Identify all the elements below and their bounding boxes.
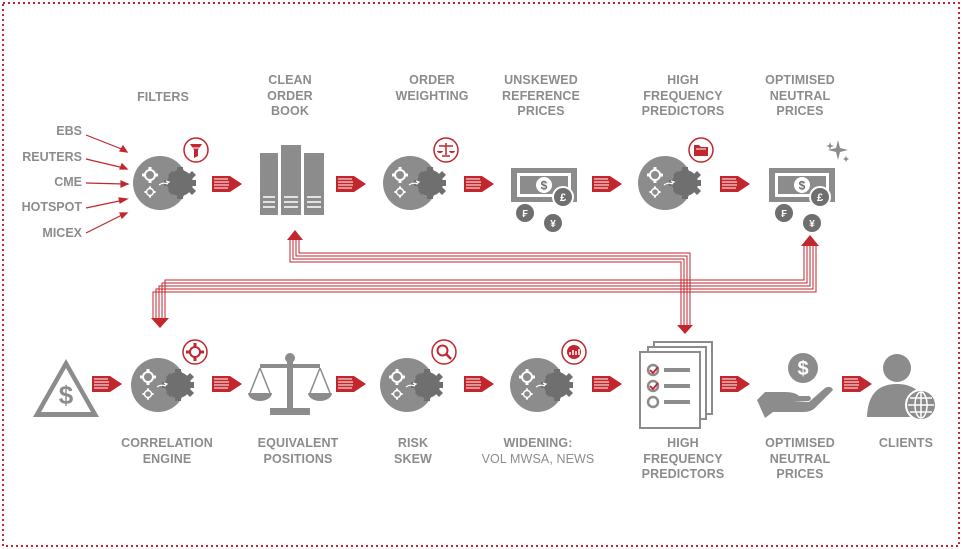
source-micex: MICEX [42, 226, 82, 240]
svg-text:₣: ₣ [781, 209, 787, 220]
bottom-row-chevrons [91, 375, 873, 393]
label-filters: FILTERS [137, 90, 189, 104]
svg-text:¥: ¥ [550, 219, 556, 230]
label-widening: WIDENING:VOL MWSA, NEWS [481, 436, 595, 466]
source-cme: CME [54, 175, 82, 189]
svg-text:₣: ₣ [522, 209, 528, 220]
svg-text:£: £ [817, 192, 823, 204]
source-reuters: REUTERS [22, 150, 82, 164]
feedback-lines [152, 238, 817, 325]
source-ebs: EBS [56, 124, 82, 138]
source-list: EBS REUTERS CME HOTSPOT MICEX [0, 124, 82, 244]
svg-text:£: £ [560, 192, 566, 204]
source-arrows [85, 134, 130, 234]
svg-text:$: $ [797, 358, 808, 380]
svg-text:$: $ [59, 380, 74, 410]
svg-text:¥: ¥ [809, 219, 815, 230]
source-hotspot: HOTSPOT [21, 200, 82, 214]
top-row-icons: £ ₣ ¥ £ ₣ ¥ [133, 137, 849, 234]
feedback-arrowheads [151, 230, 819, 334]
label-clients: CLIENTS [878, 436, 934, 450]
bottom-row-icons: $ [33, 339, 937, 429]
